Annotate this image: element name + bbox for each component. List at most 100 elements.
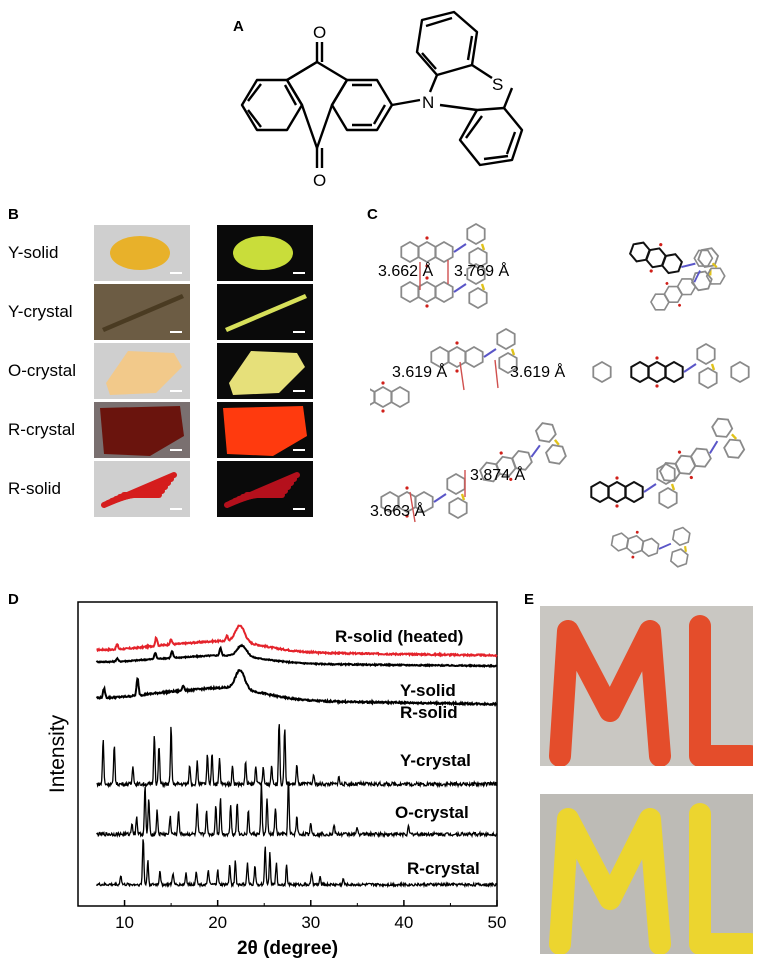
molecule bbox=[590, 462, 678, 510]
molecule-ring bbox=[417, 280, 437, 304]
ml-letters bbox=[549, 615, 753, 766]
molecule-ring bbox=[689, 447, 712, 468]
s-bond bbox=[480, 243, 486, 251]
o-atom bbox=[509, 477, 513, 481]
ring-pt-upper bbox=[415, 10, 479, 77]
molecule-ring bbox=[434, 240, 454, 264]
molecule-ring bbox=[468, 286, 488, 310]
atom-s: S bbox=[492, 75, 503, 94]
molecule bbox=[370, 381, 410, 413]
sample-label: Y-solid bbox=[8, 243, 59, 262]
sample-row: R-solid bbox=[0, 461, 360, 517]
sample-photo-uv bbox=[217, 402, 313, 458]
series-label: R-solid (heated) bbox=[335, 627, 463, 646]
n-bond bbox=[453, 283, 467, 293]
sample-photo-uv bbox=[217, 343, 313, 399]
molecule-ring bbox=[448, 496, 468, 520]
n-bond bbox=[483, 348, 497, 358]
pi-contact-line bbox=[459, 361, 465, 391]
molecule-ring bbox=[464, 345, 484, 369]
molecule-ring bbox=[400, 240, 420, 264]
molecule-ring bbox=[658, 486, 678, 510]
molecule-ring bbox=[676, 278, 697, 296]
panel-label-a: A bbox=[233, 18, 244, 35]
scale-bar bbox=[170, 331, 182, 333]
molecule-ring bbox=[534, 422, 557, 443]
o-atom bbox=[677, 450, 682, 454]
sample-row: Y-solid bbox=[0, 225, 360, 281]
o-atom bbox=[425, 304, 429, 308]
n-bond bbox=[683, 363, 697, 373]
ml-letters bbox=[549, 803, 753, 954]
o-atom bbox=[635, 530, 639, 534]
sample-photo-uv bbox=[217, 225, 313, 281]
sample-photo-daylight bbox=[94, 225, 190, 281]
pi-contact-line bbox=[494, 359, 499, 389]
s-bond bbox=[480, 283, 486, 291]
ml-photo: ML bbox=[540, 794, 753, 954]
n-bond bbox=[433, 493, 447, 503]
molecule-ring bbox=[671, 526, 691, 547]
sample-label: R-solid bbox=[8, 479, 61, 498]
s-bond bbox=[711, 262, 718, 268]
molecule bbox=[610, 526, 691, 568]
highlighted-ring bbox=[630, 360, 650, 384]
molecule bbox=[430, 327, 518, 375]
molecule-ring bbox=[640, 537, 660, 558]
distance-label: 3.662 Å bbox=[378, 261, 433, 280]
distance-label: 3.619 Å bbox=[510, 362, 565, 381]
panel-label-e: E bbox=[524, 591, 535, 608]
x-axis-label: 2θ (degree) bbox=[237, 938, 338, 959]
ml-photos: ML ML bbox=[540, 606, 760, 954]
atom-o-bottom: O bbox=[313, 171, 326, 190]
sample-row: Y-crystal bbox=[0, 284, 360, 340]
o-atom bbox=[655, 384, 659, 388]
s-bond bbox=[683, 546, 687, 552]
s-bond bbox=[670, 483, 676, 491]
molecule bbox=[400, 222, 488, 270]
o-atom bbox=[425, 276, 429, 280]
o-atom bbox=[665, 281, 669, 285]
highlighted-ring bbox=[647, 360, 667, 384]
series-label: R-solid bbox=[400, 703, 458, 722]
x-tick-label: 40 bbox=[394, 913, 413, 932]
molecule-ring bbox=[498, 351, 518, 375]
o-atom bbox=[649, 269, 653, 273]
molecule-ring bbox=[414, 490, 434, 514]
x-tick-label: 10 bbox=[115, 913, 134, 932]
o-atom bbox=[499, 451, 503, 455]
molecule-ring bbox=[592, 360, 612, 384]
sample-photo-daylight bbox=[94, 402, 190, 458]
n-bond bbox=[681, 262, 696, 269]
sample-row: R-crystal bbox=[0, 402, 360, 458]
sample-photo-daylight bbox=[94, 461, 190, 517]
chemical-structure: O O N S bbox=[240, 10, 524, 190]
ml-photo: ML bbox=[540, 606, 753, 766]
o-atom bbox=[405, 514, 409, 518]
ring-pt-lower bbox=[458, 106, 524, 167]
distance-label: 3.663 Å bbox=[370, 501, 425, 520]
highlighted-ring bbox=[590, 480, 610, 504]
distance-label: 3.769 Å bbox=[454, 261, 509, 280]
molecule-ring bbox=[696, 342, 716, 366]
distance-label: 3.874 Å bbox=[470, 465, 525, 484]
molecule-ring bbox=[434, 280, 454, 304]
o-atom bbox=[678, 303, 681, 307]
scale-bar bbox=[293, 390, 305, 392]
o-atom bbox=[455, 341, 459, 345]
scale-bar bbox=[293, 449, 305, 451]
o-atom bbox=[615, 476, 619, 480]
molecule-ring bbox=[625, 534, 645, 555]
panel-label-c: C bbox=[367, 206, 378, 223]
sample-photo-uv bbox=[217, 284, 313, 340]
scale-bar bbox=[170, 272, 182, 274]
pxrd-trace bbox=[95, 643, 497, 669]
molecule-ring bbox=[468, 246, 488, 270]
atom-n: N bbox=[422, 93, 434, 112]
scale-bar bbox=[293, 331, 305, 333]
pxrd-trace bbox=[95, 669, 497, 707]
x-tick-label: 50 bbox=[488, 913, 507, 932]
scale-bar bbox=[170, 390, 182, 392]
